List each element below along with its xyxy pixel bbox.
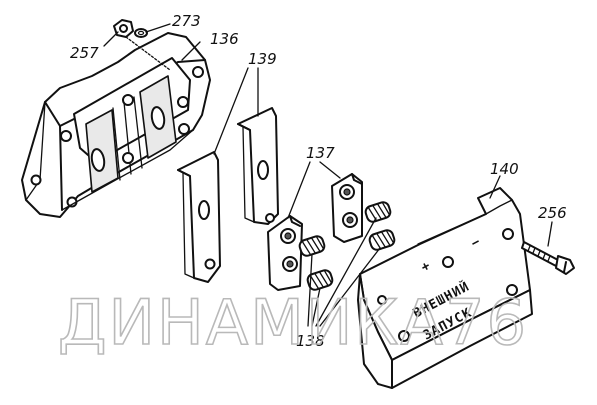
label-139: 139 (248, 50, 277, 68)
spring (364, 201, 392, 223)
label-137: 137 (306, 144, 335, 162)
part-136-mounting-base (21, 32, 211, 218)
part-256-screw (521, 241, 575, 275)
part-257-nut (113, 19, 134, 38)
part-137-terminal-block-left (267, 215, 303, 291)
label-138: 138 (296, 332, 325, 350)
part-139-contact-plate-left (177, 151, 221, 283)
part-273-washer (134, 28, 148, 38)
watermark-text: ДИНАМИКА76 (58, 286, 528, 359)
label-136: 136 (210, 30, 239, 48)
label-273: 273 (172, 12, 201, 30)
callout-labels: 257 273 136 139 137 140 256 138 (70, 12, 567, 350)
leader-lines (103, 23, 553, 327)
label-256: 256 (538, 204, 567, 222)
part-137-terminal-block-right (331, 173, 363, 243)
part-140-cover-plate: ВНЕШНИЙ ЗАПУСК + − (357, 187, 533, 389)
label-257: 257 (70, 44, 99, 62)
spring (368, 229, 396, 251)
spring (306, 269, 334, 291)
part-139-contact-plate-right (237, 107, 279, 225)
label-140: 140 (490, 160, 519, 178)
part-138-springs (298, 201, 396, 291)
spring (298, 235, 326, 257)
